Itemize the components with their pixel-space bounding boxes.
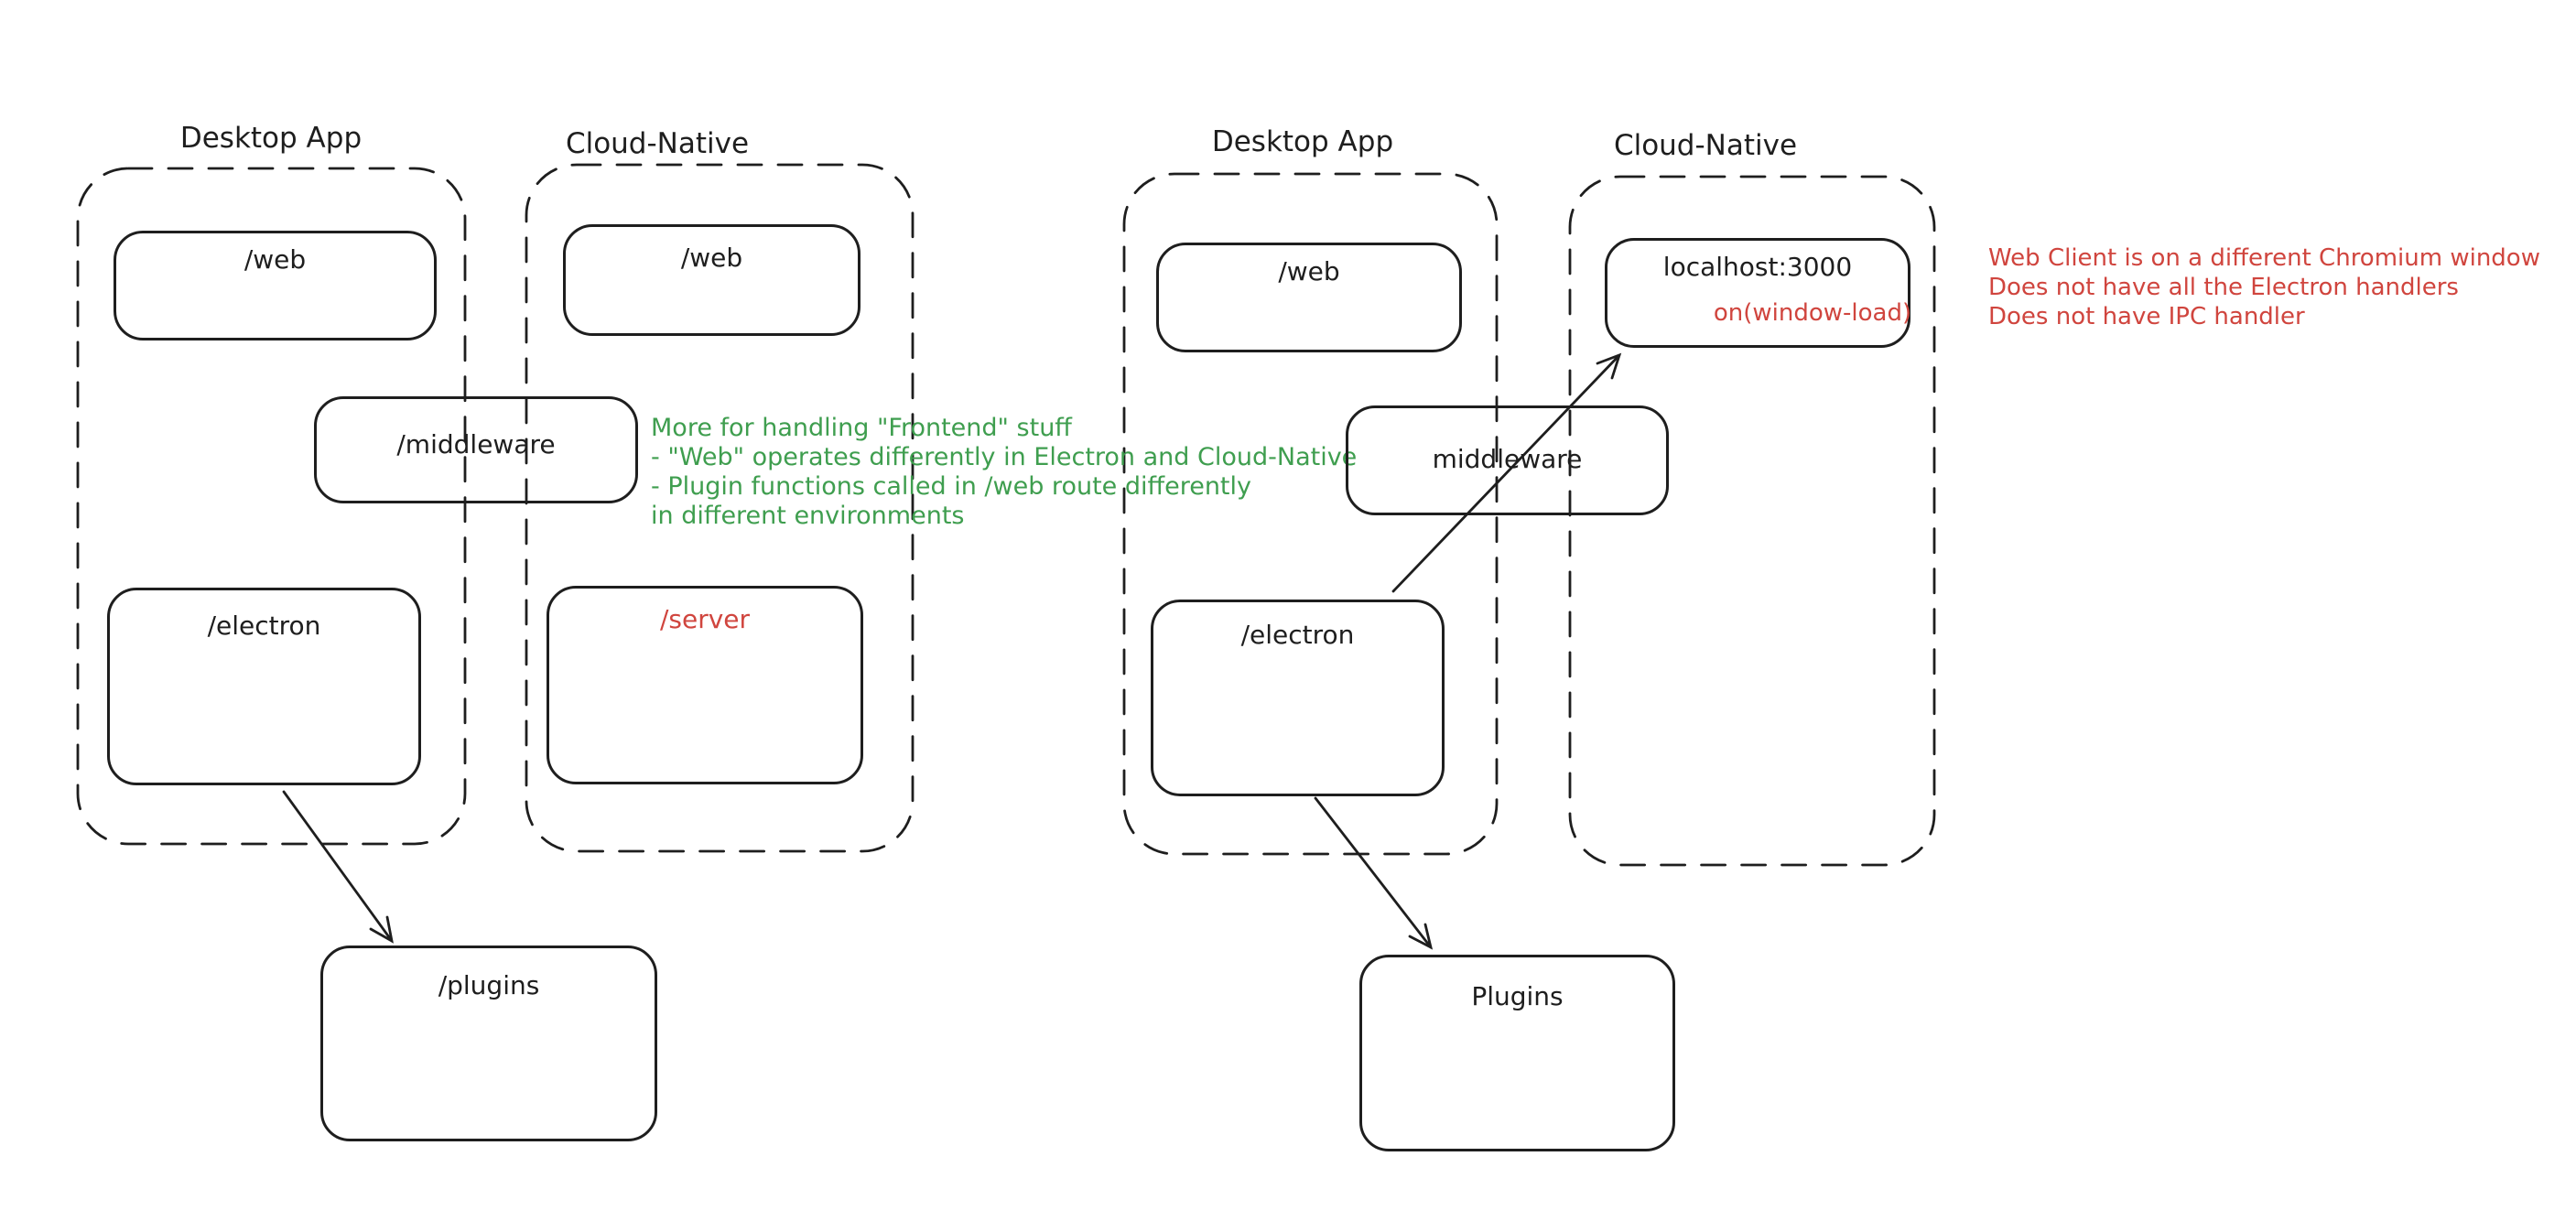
left-cloud-native-title: Cloud-Native — [565, 127, 750, 160]
right-web-label: /web — [1278, 256, 1340, 286]
right-localhost-event-label: on(window-load) — [1713, 299, 1912, 327]
left-electron-box — [107, 588, 421, 785]
right-desktop-app-container — [1122, 172, 1499, 856]
left-server-box — [547, 586, 863, 784]
left-desktop-app-title: Desktop App — [179, 122, 363, 155]
note-line: More for handling "Frontend" stuff — [651, 414, 1072, 442]
left-desktop-web-box — [114, 231, 437, 340]
right-localhost-box — [1605, 238, 1910, 348]
right-web-box — [1156, 243, 1462, 352]
note-line: Does not have IPC handler — [1988, 303, 2305, 330]
note-line: Web Client is on a different Chromium wi… — [1988, 244, 2540, 272]
right-localhost-label: localhost:3000 — [1662, 252, 1853, 282]
right-plugins-box — [1359, 955, 1675, 1151]
left-cloud-web-label: /web — [680, 243, 743, 273]
left-plugins-box — [320, 946, 657, 1141]
note-line: in different environments — [651, 502, 965, 530]
note-line: - Plugin functions called in /web route … — [651, 472, 1252, 501]
right-red-note: Web Client is on a different Chromium wi… — [1988, 243, 2540, 331]
right-electron-box — [1151, 600, 1445, 796]
right-middleware-label: middleware — [1432, 444, 1583, 474]
left-server-label: /server — [659, 604, 751, 634]
left-green-note: More for handling "Frontend" stuff - "We… — [651, 414, 1357, 531]
right-electron-to-plugins-arrow — [1314, 796, 1434, 950]
right-middleware-box — [1346, 405, 1669, 515]
left-desktop-app-container — [76, 167, 467, 846]
left-middleware-box — [314, 396, 638, 503]
left-desktop-web-label: /web — [244, 244, 307, 275]
left-cloud-native-container — [525, 163, 915, 853]
note-line: Does not have all the Electron handlers — [1988, 274, 2459, 301]
right-plugins-label: Plugins — [1471, 981, 1564, 1011]
left-electron-to-plugins-arrow — [282, 790, 394, 944]
left-electron-label: /electron — [207, 611, 321, 641]
right-electron-to-localhost-arrow — [1391, 352, 1622, 593]
right-desktop-app-title: Desktop App — [1211, 125, 1394, 158]
right-electron-label: /electron — [1240, 620, 1355, 650]
left-middleware-label: /middleware — [396, 429, 556, 459]
left-cloud-web-box — [563, 224, 860, 336]
right-cloud-native-title: Cloud-Native — [1613, 129, 1798, 162]
left-plugins-label: /plugins — [438, 970, 540, 1000]
right-cloud-native-container — [1568, 175, 1936, 867]
note-line: - "Web" operates differently in Electron… — [651, 443, 1358, 471]
